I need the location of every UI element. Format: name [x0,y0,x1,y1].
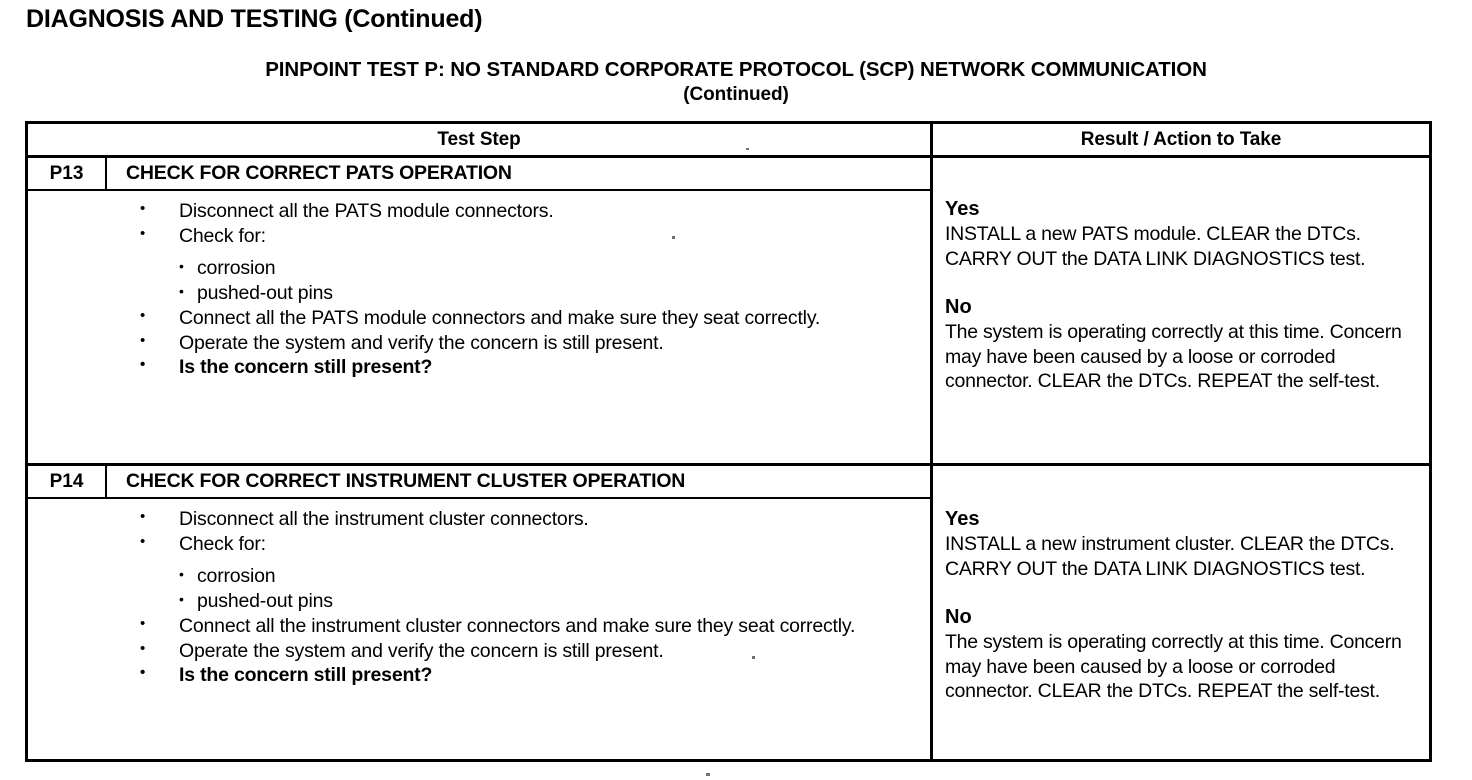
header-column-divider [930,124,933,155]
list-item-sub-group: corrosion pushed-out pins [123,254,930,306]
list-item: Disconnect all the instrument cluster co… [123,505,930,532]
test-step-p13-title: CHECK FOR CORRECT PATS OPERATION [126,162,512,184]
result-p14-yes-label: Yes [945,508,980,530]
result-spacer [945,271,1421,295]
table-header-result-action: Result / Action to Take [933,124,1429,155]
test-step-p14-bullet-list: Disconnect all the instrument cluster co… [28,505,930,688]
table-body: P13 CHECK FOR CORRECT PATS OPERATION Dis… [28,158,1429,762]
list-item: Check for: [123,530,930,557]
test-step-column: P13 CHECK FOR CORRECT PATS OPERATION Dis… [28,158,930,762]
pinpoint-test-table: Test Step Result / Action to Take P13 CH… [25,121,1432,762]
body-column-divider [930,158,933,762]
list-item: Operate the system and verify the concer… [123,637,930,664]
test-step-p13-question: Is the concern still present? [123,353,930,380]
result-p13-no-label: No [945,296,972,318]
result-p13-no-text: The system is operating correctly at thi… [945,321,1402,392]
list-item: corrosion [179,254,930,281]
test-step-p14-id: P14 [28,466,107,497]
list-item: pushed-out pins [179,279,930,306]
result-action-column: Yes INSTALL a new PATS module. CLEAR the… [933,158,1429,762]
result-p13-yes-label: Yes [945,198,980,220]
table-header-test-step: Test Step [28,124,930,155]
test-step-p14-title: CHECK FOR CORRECT INSTRUMENT CLUSTER OPE… [126,470,686,492]
test-step-p14: P14 CHECK FOR CORRECT INSTRUMENT CLUSTER… [28,463,930,762]
test-step-p14-body: Disconnect all the instrument cluster co… [28,499,930,688]
test-step-p14-header: P14 CHECK FOR CORRECT INSTRUMENT CLUSTER… [28,466,930,499]
list-item-sub-group: corrosion pushed-out pins [123,562,930,614]
table-header-result-action-label: Result / Action to Take [1080,128,1282,150]
scan-artifact [746,148,749,150]
result-spacer [945,581,1421,605]
result-p14-no-label: No [945,606,972,628]
test-step-p14-question: Is the concern still present? [123,661,930,688]
test-step-p13-header: P13 CHECK FOR CORRECT PATS OPERATION [28,158,930,191]
test-step-p13: P13 CHECK FOR CORRECT PATS OPERATION Dis… [28,158,930,463]
pinpoint-test-subtitle: (Continued) [683,84,789,105]
list-item: Connect all the PATS module connectors a… [123,304,930,331]
test-step-p13-body: Disconnect all the PATS module connector… [28,191,930,380]
test-step-p14-sub-list: corrosion pushed-out pins [179,562,930,614]
list-item: Check for: [123,222,930,249]
list-item: Connect all the instrument cluster conne… [123,612,930,639]
list-item: pushed-out pins [179,587,930,614]
list-item: corrosion [179,562,930,589]
result-p14-no-text: The system is operating correctly at thi… [945,631,1402,702]
result-action-p14: Yes INSTALL a new instrument cluster. CL… [933,463,1429,762]
scan-artifact [706,773,710,776]
result-p14-yes-text: INSTALL a new instrument cluster. CLEAR … [945,533,1395,580]
table-header-test-step-label: Test Step [437,128,521,150]
test-step-p13-bullet-list: Disconnect all the PATS module connector… [28,197,930,380]
scan-artifact [752,656,755,659]
test-step-p13-sub-list: corrosion pushed-out pins [179,254,930,306]
list-item: Disconnect all the PATS module connector… [123,197,930,224]
page-title: DIAGNOSIS AND TESTING (Continued) [26,5,483,33]
result-action-p13: Yes INSTALL a new PATS module. CLEAR the… [933,158,1429,463]
pinpoint-test-title: PINPOINT TEST P: NO STANDARD CORPORATE P… [265,58,1207,81]
test-step-p13-id: P13 [28,158,107,189]
result-p13-yes-text: INSTALL a new PATS module. CLEAR the DTC… [945,223,1366,270]
list-item: Operate the system and verify the concer… [123,329,930,356]
table-header-row: Test Step Result / Action to Take [28,124,1429,158]
scan-artifact [672,236,675,239]
